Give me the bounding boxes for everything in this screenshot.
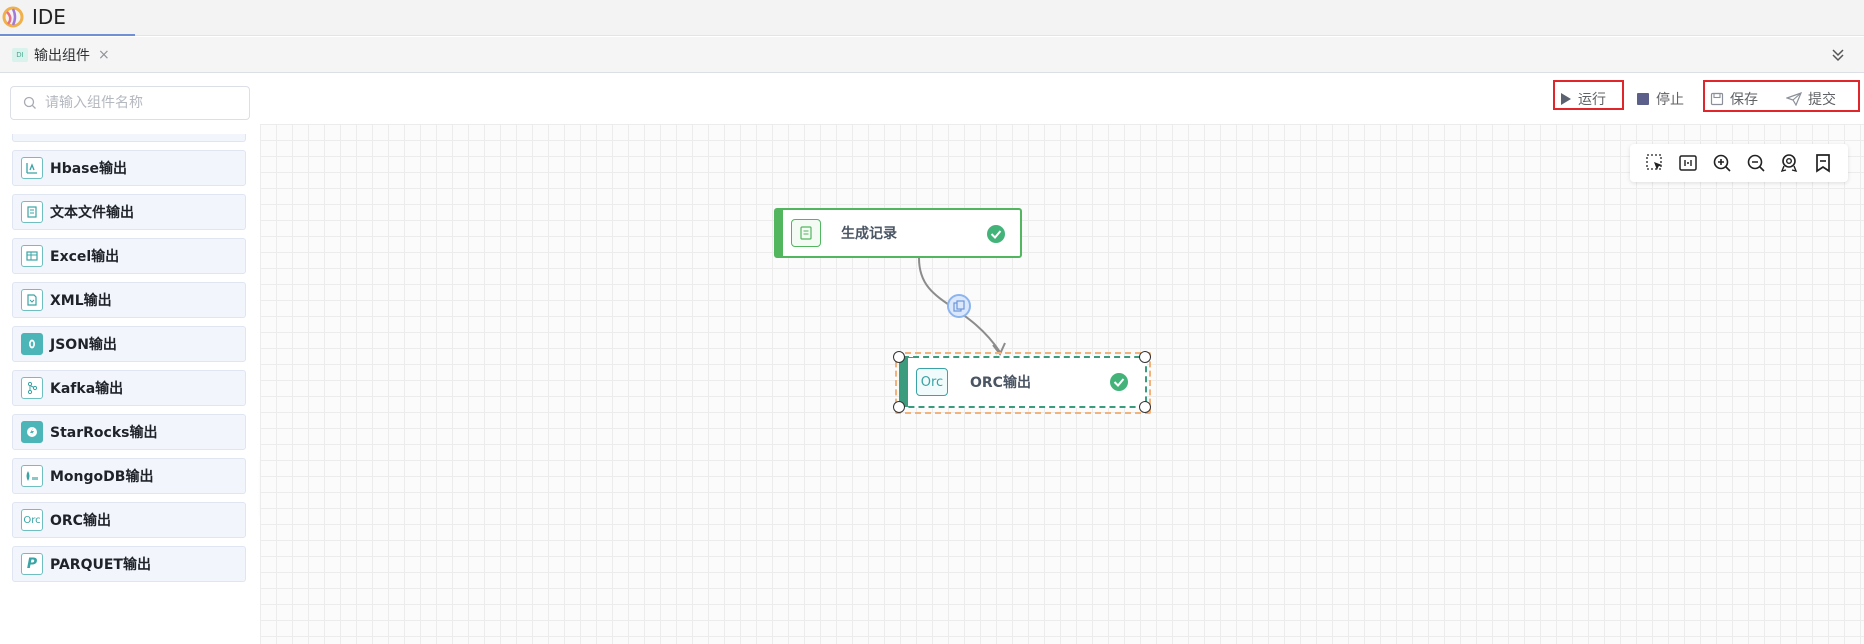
list-item-label: JSON输出: [50, 337, 117, 353]
fit-view-icon[interactable]: [1676, 151, 1700, 175]
node-label: ORC输出: [970, 375, 1031, 391]
chart-icon: [21, 157, 43, 179]
list-item-label: XML输出: [50, 293, 112, 309]
title-bar: IDE: [0, 0, 1864, 36]
edge-copy-icon[interactable]: [947, 294, 971, 318]
list-item-label: Hbase输出: [50, 161, 128, 177]
kafka-icon: [21, 377, 43, 399]
parquet-icon: P: [21, 553, 43, 575]
app-title: IDE: [32, 5, 66, 29]
orc-icon: Orc: [916, 368, 948, 396]
zoom-in-icon[interactable]: [1710, 151, 1734, 175]
node-label: 生成记录: [841, 226, 897, 242]
table-icon: [21, 245, 43, 267]
list-item-partial[interactable]: [12, 134, 246, 142]
title-accent-line: [0, 34, 135, 36]
file-icon: [21, 201, 43, 223]
mongodb-icon: [21, 465, 43, 487]
list-item-label: StarRocks输出: [50, 425, 158, 441]
list-item-parquet[interactable]: P PARQUET输出: [12, 546, 246, 582]
save-label: 保存: [1730, 92, 1758, 108]
component-list: Hbase输出 文本文件输出 Excel输出 XML输出 JSON输出: [12, 134, 246, 644]
resize-handle-top-left[interactable]: [893, 351, 905, 363]
editor-toolbar: [260, 74, 1864, 124]
tab-label: 输出组件: [34, 48, 90, 64]
list-item-label: MongoDB输出: [50, 469, 154, 485]
save-icon: [1710, 92, 1724, 106]
success-check-icon: [987, 225, 1005, 243]
list-item-label: ORC输出: [50, 513, 111, 529]
node-generate-records[interactable]: 生成记录: [774, 208, 1022, 258]
double-chevron-down-icon[interactable]: [1828, 45, 1848, 65]
tab-output-components[interactable]: DI 输出组件 ×: [12, 44, 110, 66]
app-logo-icon: [2, 6, 24, 28]
highlight-box-run: [1553, 80, 1624, 110]
box-select-icon[interactable]: [1643, 151, 1667, 175]
component-sidebar: Hbase输出 文本文件输出 Excel输出 XML输出 JSON输出: [0, 74, 260, 644]
search-box[interactable]: [10, 86, 250, 120]
resize-handle-top-right[interactable]: [1139, 351, 1151, 363]
list-item-orc[interactable]: Orc ORC输出: [12, 502, 246, 538]
tab-di-icon: DI: [12, 48, 28, 62]
submit-label: 提交: [1808, 92, 1836, 108]
list-item-json[interactable]: JSON输出: [12, 326, 246, 362]
run-label: 运行: [1578, 92, 1606, 108]
stop-label: 停止: [1656, 92, 1684, 108]
run-button[interactable]: 运行: [1560, 84, 1606, 114]
resize-handle-bottom-left[interactable]: [893, 401, 905, 413]
zoom-out-icon[interactable]: [1744, 151, 1768, 175]
starrocks-icon: [21, 421, 43, 443]
list-item-kafka[interactable]: Kafka输出: [12, 370, 246, 406]
stop-icon: [1637, 93, 1649, 105]
search-icon: [23, 96, 36, 109]
highlight-box-save-submit: [1703, 80, 1860, 112]
play-icon: [1561, 93, 1571, 105]
minimap-icon[interactable]: [1777, 151, 1801, 175]
list-item-label: 文本文件输出: [50, 205, 134, 221]
list-item-excel[interactable]: Excel输出: [12, 238, 246, 274]
list-item-label: PARQUET输出: [50, 557, 151, 573]
list-item-starrocks[interactable]: StarRocks输出: [12, 414, 246, 450]
orc-icon: Orc: [21, 509, 43, 531]
canvas-tools: [1630, 144, 1848, 182]
document-icon: [791, 219, 821, 247]
node-selection-box: [895, 352, 1151, 414]
tab-close-icon[interactable]: ×: [98, 47, 110, 63]
search-input[interactable]: [45, 95, 235, 111]
bookmark-icon[interactable]: [1811, 151, 1835, 175]
list-item-label: Excel输出: [50, 249, 120, 265]
list-item-xml[interactable]: XML输出: [12, 282, 246, 318]
xml-file-icon: [21, 289, 43, 311]
success-check-icon: [1110, 373, 1128, 391]
list-item-text-file[interactable]: 文本文件输出: [12, 194, 246, 230]
workflow-canvas[interactable]: [260, 124, 1864, 644]
send-icon: [1786, 92, 1802, 106]
json-icon: [21, 333, 43, 355]
submit-button[interactable]: 提交: [1786, 84, 1836, 114]
stop-button[interactable]: 停止: [1636, 84, 1684, 114]
save-button[interactable]: 保存: [1710, 84, 1758, 114]
tab-bar: DI 输出组件 ×: [0, 37, 1864, 73]
list-item-hbase[interactable]: Hbase输出: [12, 150, 246, 186]
list-item-label: Kafka输出: [50, 381, 124, 397]
list-item-mongodb[interactable]: MongoDB输出: [12, 458, 246, 494]
resize-handle-bottom-right[interactable]: [1139, 401, 1151, 413]
node-orc-output[interactable]: Orc ORC输出: [899, 356, 1147, 408]
